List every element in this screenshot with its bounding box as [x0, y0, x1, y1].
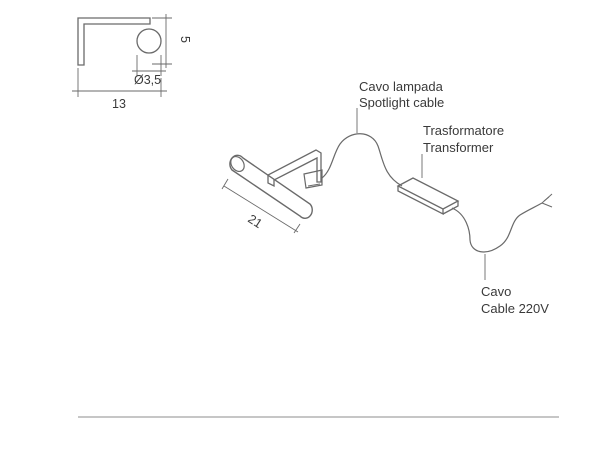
spotlight-cable	[321, 133, 403, 187]
lamp-perspective: 21	[221, 149, 323, 234]
length-label: 21	[245, 212, 264, 231]
arm-profile	[77, 17, 151, 66]
side-elevation: 5 Ø3,5 13	[72, 14, 192, 111]
transformer-label-en: Transformer	[423, 140, 494, 155]
lamp-tube	[229, 154, 313, 219]
mains-cable	[451, 202, 543, 253]
leader-lines	[356, 108, 486, 280]
mains-cable-label-it: Cavo	[481, 284, 511, 299]
wiring	[321, 133, 553, 253]
mains-cable-label-en: Cable 220V	[481, 301, 549, 316]
diameter-label: Ø3,5	[134, 73, 161, 87]
spotlight-cable-label-en: Spotlight cable	[359, 95, 444, 110]
height-label: 5	[178, 36, 192, 43]
spotlight-cable-label-it: Cavo lampada	[359, 79, 444, 94]
callouts: Cavo lampada Spotlight cable Trasformato…	[359, 79, 549, 316]
width-label: 13	[112, 97, 126, 111]
transformer-box	[396, 177, 460, 210]
lamp-head-circle	[136, 28, 162, 54]
transformer-label-it: Trasformatore	[423, 123, 504, 138]
wall-bracket	[303, 169, 323, 189]
lamp-arm	[267, 149, 322, 188]
length-dimension-line	[223, 185, 299, 233]
